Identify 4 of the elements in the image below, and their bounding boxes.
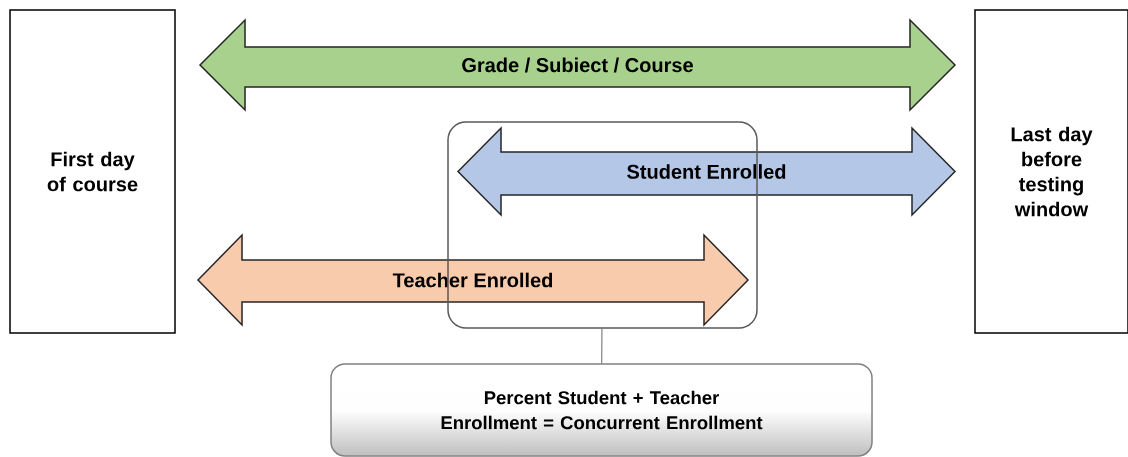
text-box: First day of course [9,9,176,334]
formula-box: Percent Student + Teacher Enrollment = Concurrent Enrollment [330,363,873,457]
text-box: Last day before testing window [974,9,1128,334]
connector-line [601,328,603,364]
